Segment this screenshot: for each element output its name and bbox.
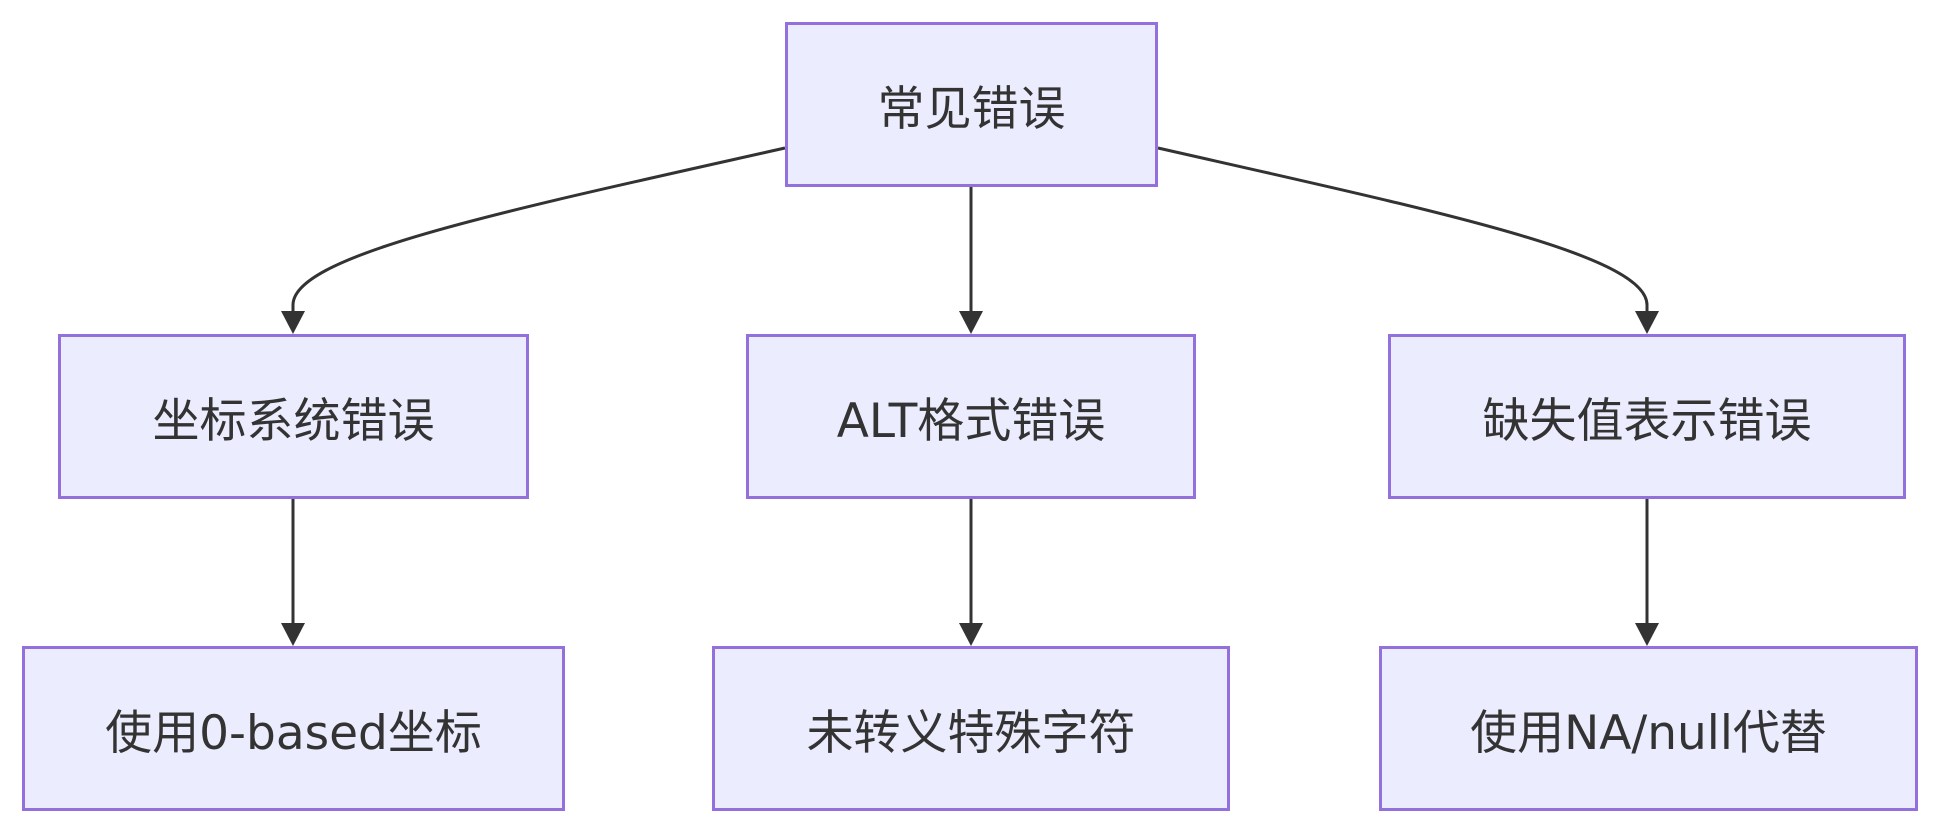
node-alt-format-error: ALT格式错误 bbox=[746, 334, 1196, 499]
node-label: ALT格式错误 bbox=[836, 394, 1106, 449]
node-label: 未转义特殊字符 bbox=[806, 706, 1136, 761]
node-common-errors: 常见错误 bbox=[785, 22, 1158, 187]
edge-root-to-missing-error bbox=[1157, 146, 1649, 311]
edge-alt-error-to-unescaped-head bbox=[959, 623, 983, 646]
edge-root-to-coord-error-head bbox=[281, 311, 305, 334]
node-label: 使用0-based坐标 bbox=[105, 706, 482, 761]
edge-root-to-coord-error bbox=[291, 146, 786, 311]
node-label: 使用NA/null代替 bbox=[1470, 706, 1827, 761]
node-na-null-substitute: 使用NA/null代替 bbox=[1379, 646, 1918, 811]
edge-missing-error-to-na-null-head bbox=[1635, 623, 1659, 646]
node-coordinate-system-error: 坐标系统错误 bbox=[58, 334, 529, 499]
edge-coord-error-to-zero-based-head bbox=[281, 623, 305, 646]
node-missing-value-error: 缺失值表示错误 bbox=[1388, 334, 1906, 499]
node-unescaped-special-chars: 未转义特殊字符 bbox=[712, 646, 1230, 811]
node-zero-based-coordinates: 使用0-based坐标 bbox=[22, 646, 565, 811]
edge-root-to-alt-error-head bbox=[959, 311, 983, 334]
node-label: 缺失值表示错误 bbox=[1482, 394, 1812, 449]
edge-root-to-missing-error-head bbox=[1635, 311, 1659, 334]
node-label: 常见错误 bbox=[877, 82, 1066, 137]
node-label: 坐标系统错误 bbox=[152, 394, 435, 449]
